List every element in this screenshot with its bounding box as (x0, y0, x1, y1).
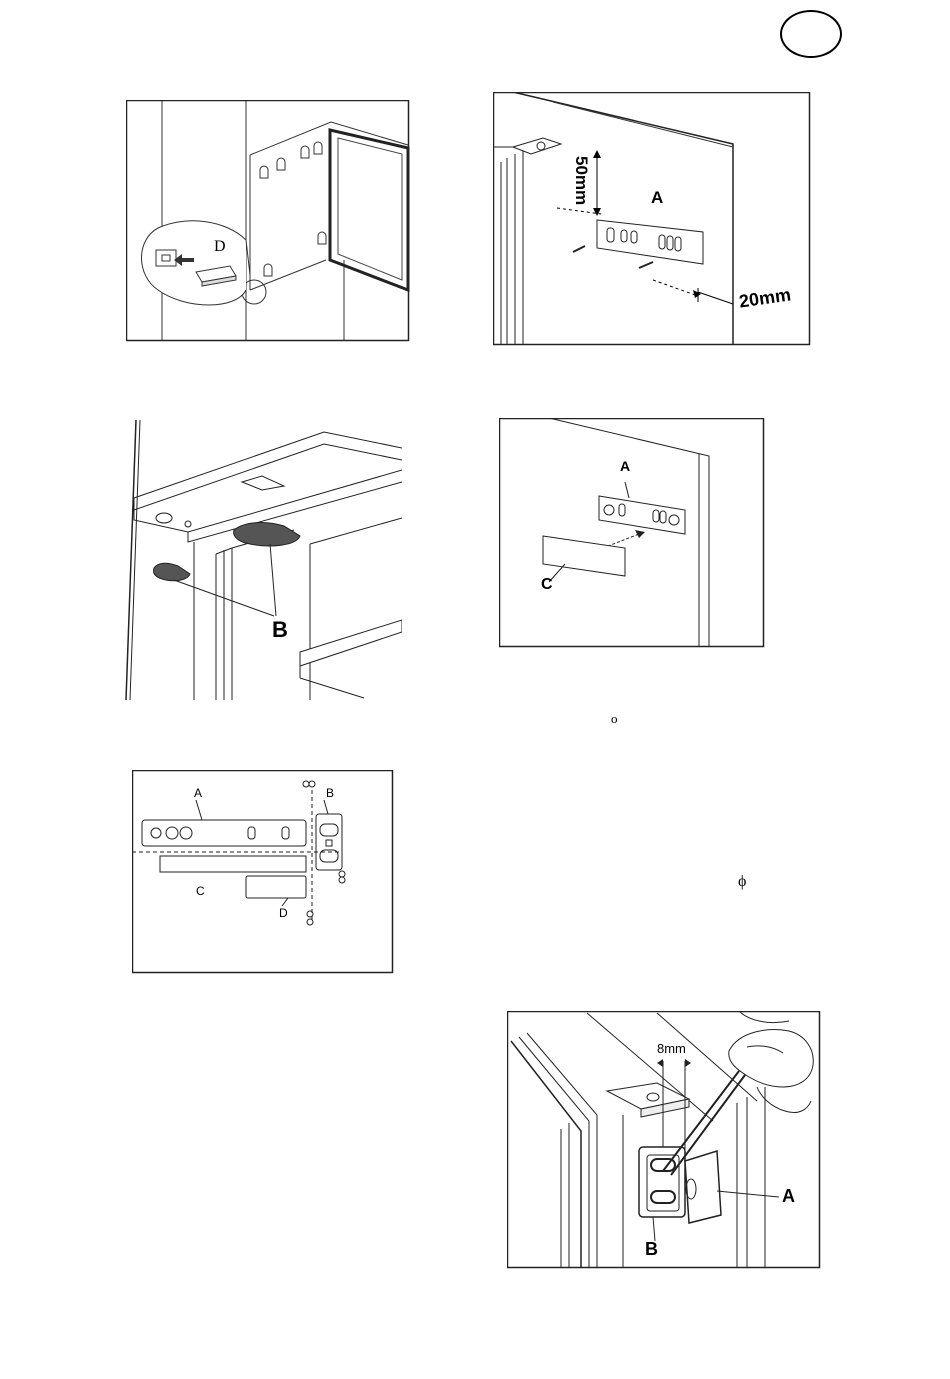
figure2-label-a: A (651, 188, 663, 208)
figure5-label-d: D (279, 906, 288, 920)
figure3-label-b: B (272, 617, 288, 643)
stray-symbol-phi: ϕ (738, 873, 746, 891)
figure4-label-a: A (620, 458, 630, 474)
figure-cabinet-pins: D (126, 100, 410, 342)
figure5-label-b: B (326, 786, 334, 800)
figure6-label-8mm: 8mm (657, 1041, 686, 1056)
figure-cabinet-b-pieces: B (124, 420, 402, 702)
figure4-label-c: C (541, 576, 553, 594)
figure-bracket-strip-c: A C (499, 418, 765, 648)
figure-screwdriver-adjust: 8mm A B (507, 1011, 821, 1269)
figure5-label-c: C (196, 884, 205, 898)
figure5-label-a: A (194, 786, 202, 800)
figure6-label-a: A (782, 1186, 795, 1207)
figure2-label-50mm: 50mm (571, 156, 591, 205)
figure-cut-diagram: A B C D (132, 770, 394, 974)
stray-letter-o: o (611, 711, 618, 727)
figure6-label-b: B (645, 1239, 658, 1260)
language-badge (780, 10, 842, 58)
figure-door-bracket-position: 50mm A 20mm (493, 92, 811, 346)
figure1-label-d: D (214, 238, 226, 256)
